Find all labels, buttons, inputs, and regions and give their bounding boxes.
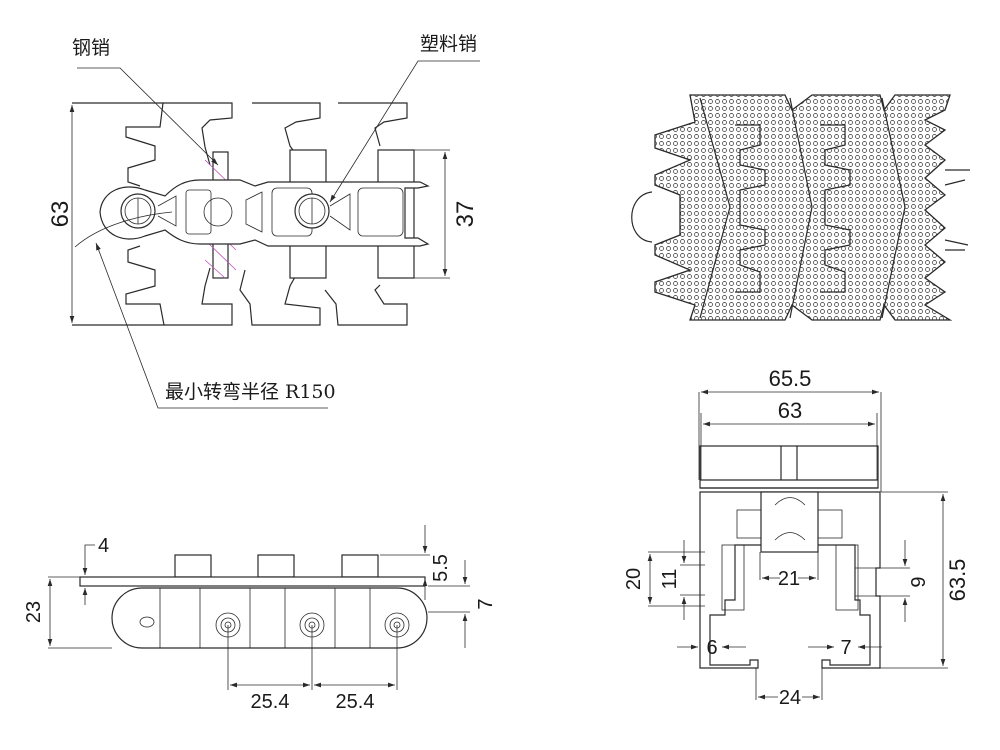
link-outline-4 <box>324 102 408 326</box>
dim-63: 63 <box>47 201 74 228</box>
link-socket-1 <box>185 189 212 235</box>
top-plate <box>79 576 426 587</box>
link-outline-1 <box>72 102 165 326</box>
dim-4: 4 <box>98 535 109 557</box>
label-min-turn-radius: 最小转弯半径 R150 <box>165 381 336 403</box>
dim-5-5: 5.5 <box>430 554 452 582</box>
side-hole <box>139 616 155 628</box>
dim-9: 9 <box>908 576 930 587</box>
top-tab-2 <box>257 554 295 578</box>
belt-surface-view <box>631 94 970 321</box>
dim-7: 7 <box>475 598 497 609</box>
dim-63-end: 63 <box>778 398 802 423</box>
side-view: 23 4 5.5 7 25.4 25.4 <box>23 525 497 713</box>
label-steel-pin: 钢销 <box>72 37 110 59</box>
belt-top-section <box>699 445 879 489</box>
link-outline-2 <box>163 102 233 326</box>
belt-surface <box>654 94 953 321</box>
link-joints <box>159 588 371 648</box>
end-view: 65.5 63 63.5 20 11 21 9 6 7 24 <box>623 366 970 709</box>
belt-base <box>700 479 878 489</box>
turn-radius-arc <box>74 211 173 248</box>
dim-7-end: 7 <box>840 637 851 659</box>
dim-pitch-1: 25.4 <box>251 691 290 713</box>
link-tabs <box>944 169 970 251</box>
slot-right <box>817 509 843 539</box>
dim-23: 23 <box>23 601 45 623</box>
link-finger-1 <box>735 124 766 293</box>
dim-21: 21 <box>778 568 800 590</box>
top-tab-1 <box>174 554 212 578</box>
top-plan-view: 63 37 钢销 塑料销 最小转弯半径 R150 <box>47 33 480 409</box>
dim-11: 11 <box>659 569 681 590</box>
ext-lines-height <box>880 491 948 669</box>
link-seams <box>699 97 906 319</box>
inner-rib-right <box>835 544 859 611</box>
dim-6: 6 <box>706 637 717 659</box>
ext-lines-left <box>648 551 705 607</box>
carrier-block <box>760 491 819 553</box>
inner-rib-left <box>721 544 745 611</box>
link-neck-2 <box>245 191 263 233</box>
label-plastic-pin: 塑料销 <box>420 33 477 55</box>
dim-20: 20 <box>623 568 645 590</box>
leader-turn-radius <box>95 242 328 409</box>
ext-lines-pitch <box>227 625 398 690</box>
top-tab-3 <box>341 554 379 578</box>
link-socket-3 <box>357 187 404 237</box>
carrier-groove <box>774 497 806 541</box>
dim-65-5: 65.5 <box>769 366 812 391</box>
ext-lines-24 <box>755 668 823 700</box>
dim-24: 24 <box>779 687 801 709</box>
link-outline-3 <box>239 102 321 326</box>
leader-plastic-pin <box>329 60 480 203</box>
ext-lines-top <box>698 392 882 492</box>
dim-line-4 <box>84 544 95 560</box>
ext-lines-21 <box>759 552 819 580</box>
leader-steel-pin <box>77 67 219 166</box>
pin-head <box>203 197 233 227</box>
link-end-loop <box>631 191 653 243</box>
dim-63-5: 63.5 <box>945 559 970 602</box>
slot-left <box>736 509 762 539</box>
link-finger-2 <box>820 124 851 293</box>
dim-pitch-2: 25.4 <box>336 691 375 713</box>
link-neck-1 <box>157 195 177 227</box>
ext-lines-9 <box>855 567 910 597</box>
chain-body <box>111 587 428 649</box>
dim-37: 37 <box>452 201 479 228</box>
link-neck-3 <box>329 193 351 231</box>
